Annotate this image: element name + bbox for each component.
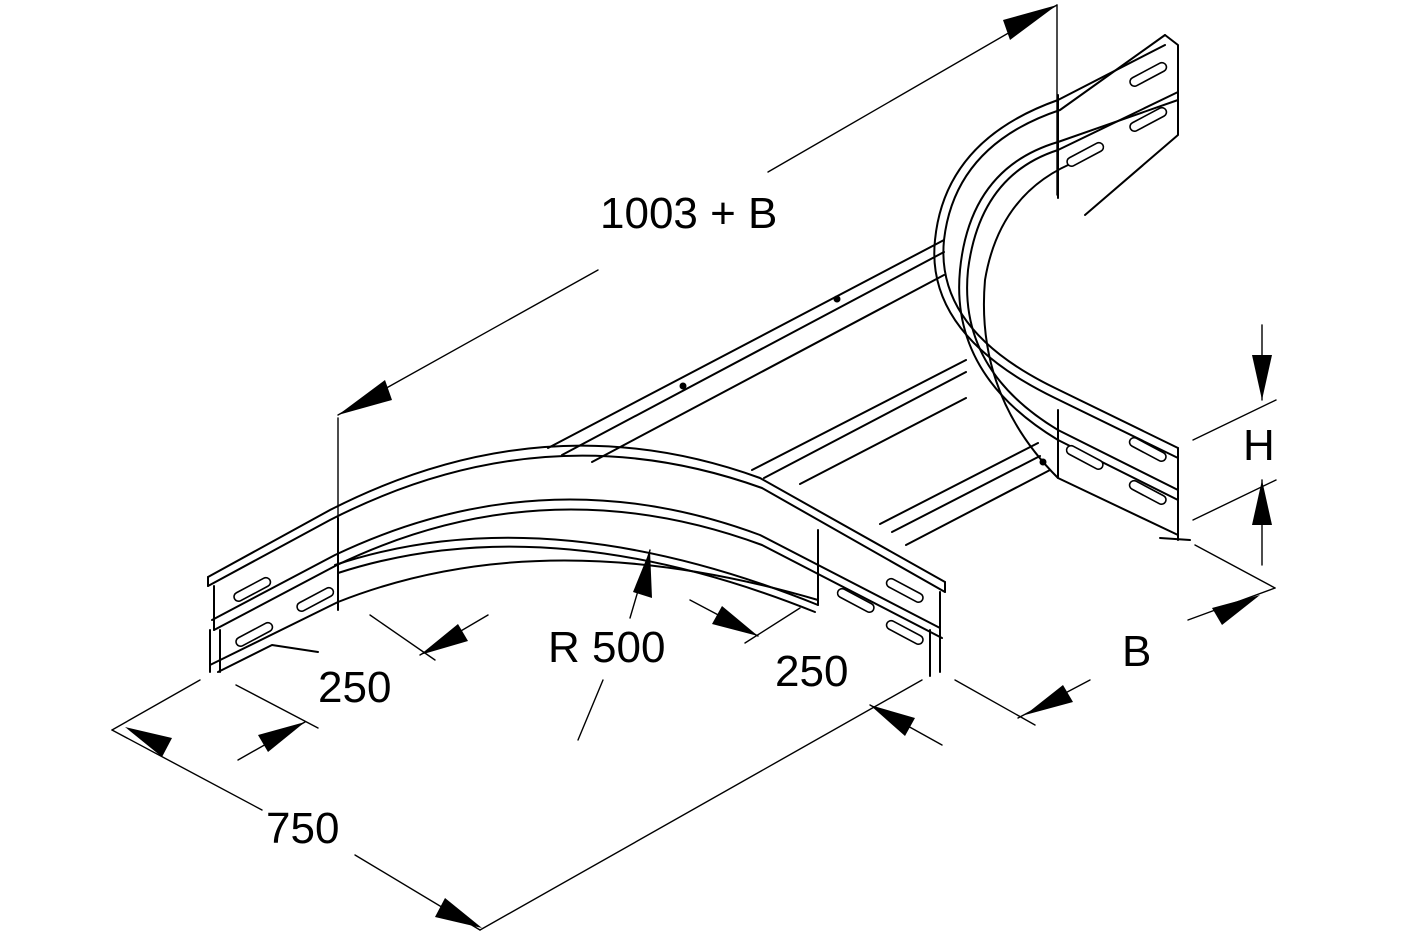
label-straight-left: 250	[318, 663, 391, 712]
dim-height	[1192, 324, 1277, 566]
dim-width-b	[954, 544, 1276, 726]
rungs	[751, 359, 1051, 546]
label-straight-right: 250	[775, 647, 848, 696]
dimension-lines	[111, 4, 1277, 931]
dim-straight-left	[235, 614, 489, 761]
label-width-b: B	[1122, 627, 1151, 676]
dimension-labels: 1003 + B R 500 250 250 750 B H	[266, 189, 1275, 853]
label-radius: R 500	[548, 623, 665, 672]
label-height: H	[1243, 421, 1275, 470]
label-width-total: 750	[266, 804, 339, 853]
back-side-rail	[547, 239, 945, 463]
tray-body	[207, 34, 1191, 677]
dim-width-total	[111, 679, 923, 931]
dim-length	[337, 4, 1058, 549]
dim-radius	[577, 549, 652, 741]
label-length: 1003 + B	[600, 189, 777, 238]
right-bend-branch-side	[933, 34, 1191, 541]
dim-straight-right	[689, 599, 943, 746]
